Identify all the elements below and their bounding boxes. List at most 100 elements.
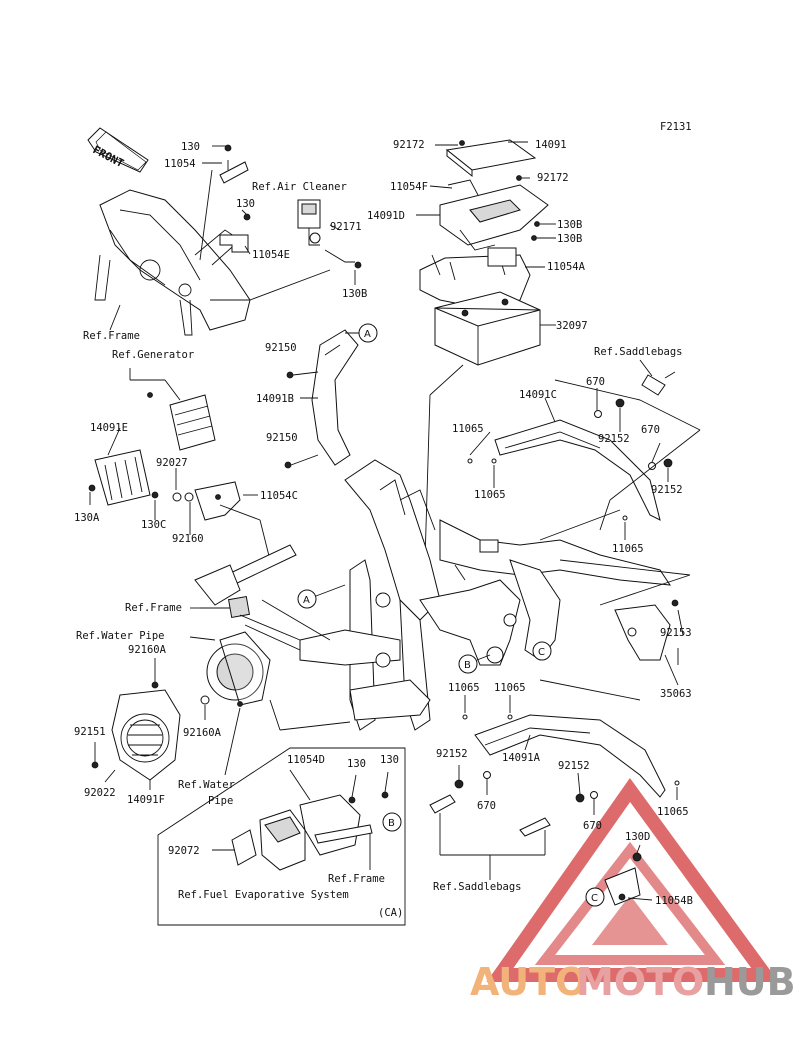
- main-frame: [299, 459, 672, 731]
- bracket-11054: [219, 144, 249, 184]
- ref-saddlebags-top: Ref.Saddlebags: [594, 346, 683, 358]
- svg-text:C: C: [591, 893, 598, 904]
- cover-14091F: [91, 681, 181, 781]
- part-labels: 130 11054 Ref.Air Cleaner 130 11054E 921…: [74, 139, 693, 919]
- label-130: 130: [236, 198, 255, 210]
- svg-text:C: C: [538, 647, 545, 658]
- label-92160A: 92160A: [183, 727, 222, 739]
- label-11054E: 11054E: [252, 249, 290, 261]
- label-11054C: 11054C: [260, 490, 298, 502]
- label-670: 670: [641, 424, 660, 436]
- svg-text:B: B: [388, 818, 395, 829]
- label-92160A: 92160A: [128, 644, 167, 656]
- label-92152: 92152: [436, 748, 468, 760]
- leader-lines-saddlebag-top: [469, 359, 701, 606]
- callout-c-mid: C: [532, 641, 552, 661]
- ref-generator: Ref.Generator: [112, 349, 194, 361]
- callout-b-inset: B: [382, 812, 402, 832]
- side-cover-14091B: [284, 329, 362, 469]
- label-11054A: 11054A: [547, 261, 586, 273]
- ref-fuel-evap: Ref.Fuel Evaporative System: [178, 889, 349, 901]
- label-670: 670: [477, 800, 496, 812]
- label-670: 670: [583, 820, 602, 832]
- label-130B: 130B: [557, 219, 582, 231]
- label-14091E: 14091E: [90, 422, 128, 434]
- label-130B: 130B: [557, 233, 582, 245]
- ref-saddlebags-bottom: Ref.Saddlebags: [433, 881, 522, 893]
- frame-sketch-top: [94, 189, 251, 336]
- label-14091: 14091: [535, 139, 567, 151]
- label-92153: 92153: [660, 627, 692, 639]
- bracket-11054B: [604, 844, 653, 906]
- callout-b-mid: B: [458, 654, 491, 674]
- battery-cover: [445, 139, 537, 181]
- label-14091B: 14091B: [256, 393, 294, 405]
- label-11065: 11065: [494, 682, 526, 694]
- ref-frame-top: Ref.Frame: [83, 330, 140, 342]
- label-14091F: 14091F: [127, 794, 165, 806]
- ref-water-pipe-bottom-2: Pipe: [208, 795, 233, 807]
- label-35063: 35063: [660, 688, 692, 700]
- air-cleaner-valve: [297, 199, 362, 269]
- label-14091D: 14091D: [367, 210, 405, 222]
- svg-text:HUB: HUB: [704, 960, 796, 1004]
- label-92172: 92172: [537, 172, 569, 184]
- label-130B: 130B: [342, 288, 367, 300]
- label-92160: 92160: [172, 533, 204, 545]
- svg-text:B: B: [464, 660, 471, 671]
- label-92150: 92150: [266, 432, 298, 444]
- battery-tray-14091D: [439, 179, 549, 251]
- label-130C: 130C: [141, 519, 166, 531]
- label-92152: 92152: [651, 484, 683, 496]
- callout-c-bottom: C: [585, 887, 605, 907]
- ca-inset-box: [157, 747, 406, 926]
- watermark-logo: [486, 777, 779, 982]
- bracket-11054C: [194, 481, 241, 521]
- label-32097: 32097: [556, 320, 588, 332]
- label-130: 130: [380, 754, 399, 766]
- callout-a-top: A: [358, 323, 378, 343]
- ref-frame-mid: Ref.Frame: [125, 602, 182, 614]
- ref-water-pipe-bottom-1: Ref.Water: [178, 779, 235, 791]
- bracket-35063: [614, 599, 684, 686]
- ref-ca: (CA): [378, 907, 403, 919]
- leader-lines-saddlebag-bottom: [439, 679, 678, 880]
- callout-a-mid: A: [297, 584, 346, 609]
- saddlebag-stay-14091A: [429, 714, 680, 837]
- label-92152: 92152: [598, 433, 630, 445]
- leader-lines-left-lower: [94, 607, 351, 790]
- label-11065: 11065: [657, 806, 689, 818]
- label-130: 130: [347, 758, 366, 770]
- label-92150: 92150: [265, 342, 297, 354]
- figure-id: F2131: [660, 121, 692, 133]
- cover-14091E: [88, 449, 194, 506]
- svg-text:AUTO: AUTO: [470, 960, 587, 1004]
- ref-air-cleaner: Ref.Air Cleaner: [252, 181, 347, 193]
- bracket-11054E: [219, 213, 251, 253]
- label-92171: 92171: [330, 221, 362, 233]
- label-11054D: 11054D: [287, 754, 325, 766]
- saddlebag-stay-14091C: [467, 371, 676, 521]
- label-92022: 92022: [84, 787, 116, 799]
- front-arrow-icon: FRONT: [87, 127, 149, 173]
- label-14091C: 14091C: [519, 389, 557, 401]
- label-130D: 130D: [625, 831, 650, 843]
- label-11065: 11065: [452, 423, 484, 435]
- label-11065: 11065: [474, 489, 506, 501]
- label-11054: 11054: [164, 158, 196, 170]
- label-11054F: 11054F: [390, 181, 428, 193]
- svg-text:MOTO: MOTO: [576, 960, 704, 1004]
- ref-frame-inset: Ref.Frame: [328, 873, 385, 885]
- label-92172: 92172: [393, 139, 425, 151]
- water-pipe: [194, 544, 331, 651]
- label-92072: 92072: [168, 845, 200, 857]
- label-92027: 92027: [156, 457, 188, 469]
- label-92152: 92152: [558, 760, 590, 772]
- leader-lines-battery: [416, 141, 556, 561]
- label-11054B: 11054B: [655, 895, 693, 907]
- svg-text:A: A: [303, 595, 310, 606]
- label-11065: 11065: [448, 682, 480, 694]
- leader-lines-top-left: [109, 145, 356, 331]
- label-92151: 92151: [74, 726, 106, 738]
